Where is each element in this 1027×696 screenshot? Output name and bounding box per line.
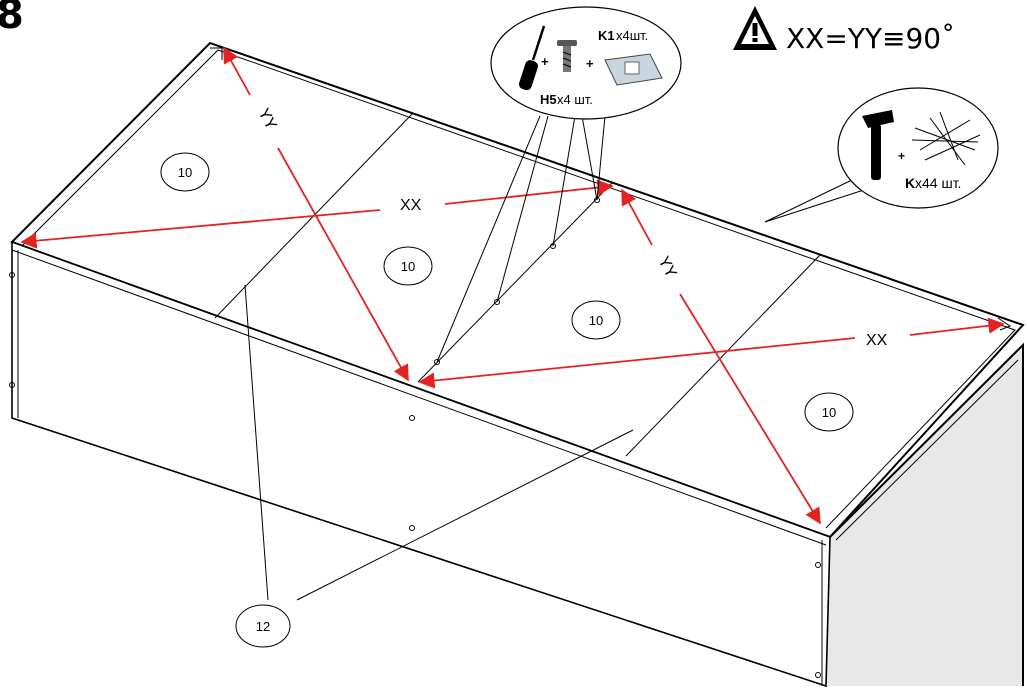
svg-text:+: + bbox=[586, 56, 594, 71]
svg-text:10: 10 bbox=[822, 405, 836, 420]
k-qty: x44 шт. bbox=[915, 175, 961, 191]
svg-text:10: 10 bbox=[401, 259, 415, 274]
yy-left-arrow-a bbox=[223, 46, 251, 96]
bracket-plate-icon bbox=[604, 53, 663, 86]
xx-right-label: XX bbox=[866, 332, 888, 349]
xx-left-arrow-b bbox=[444, 179, 614, 205]
svg-text:10: 10 bbox=[178, 165, 192, 180]
panel-label-2: 10 bbox=[383, 246, 433, 286]
warning-triangle-icon bbox=[733, 6, 777, 50]
panel-label-4: 10 bbox=[804, 392, 854, 432]
part-12-label: 12 bbox=[256, 619, 270, 634]
screw-icon bbox=[557, 40, 577, 72]
xx-right-arrow-a bbox=[418, 337, 856, 389]
screw-points bbox=[434, 197, 600, 365]
nails-icon bbox=[911, 111, 981, 166]
warning-note: XX=YY≡90˚ bbox=[733, 6, 955, 55]
k-code: K bbox=[905, 175, 915, 191]
xx-left-label: XX bbox=[400, 197, 422, 214]
svg-text:10: 10 bbox=[589, 313, 603, 328]
k1-code: K1 bbox=[598, 28, 615, 43]
k1-qty: x4шт. bbox=[616, 28, 648, 43]
hammer-icon bbox=[862, 110, 894, 180]
yy-right-arrow-a bbox=[621, 188, 653, 246]
step-number: 8 bbox=[0, 0, 24, 38]
tools-bubble-right: + K x44 шт. bbox=[764, 87, 999, 223]
screwdriver-icon bbox=[518, 25, 546, 91]
panel-label-1: 10 bbox=[160, 152, 210, 192]
xx-right-arrow-b bbox=[909, 317, 1005, 336]
part-12-callout: 12 bbox=[235, 284, 634, 648]
tools-bubble-top: + + K1 x4шт. H5 x4 шт. bbox=[436, 6, 682, 363]
h5-code: H5 bbox=[540, 92, 557, 107]
cabinet-body bbox=[9, 41, 1025, 688]
svg-text:+: + bbox=[898, 149, 905, 163]
diagonal-measure-lines bbox=[20, 46, 1005, 525]
svg-text:+: + bbox=[541, 54, 549, 69]
xx-left-arrow-a bbox=[20, 209, 381, 249]
yy-right-arrow-b bbox=[679, 293, 821, 525]
panel-label-3: 10 bbox=[571, 300, 621, 340]
warning-text: XX=YY≡90˚ bbox=[786, 22, 955, 55]
yy-left-arrow-b bbox=[277, 147, 409, 382]
h5-qty: x4 шт. bbox=[557, 92, 593, 107]
